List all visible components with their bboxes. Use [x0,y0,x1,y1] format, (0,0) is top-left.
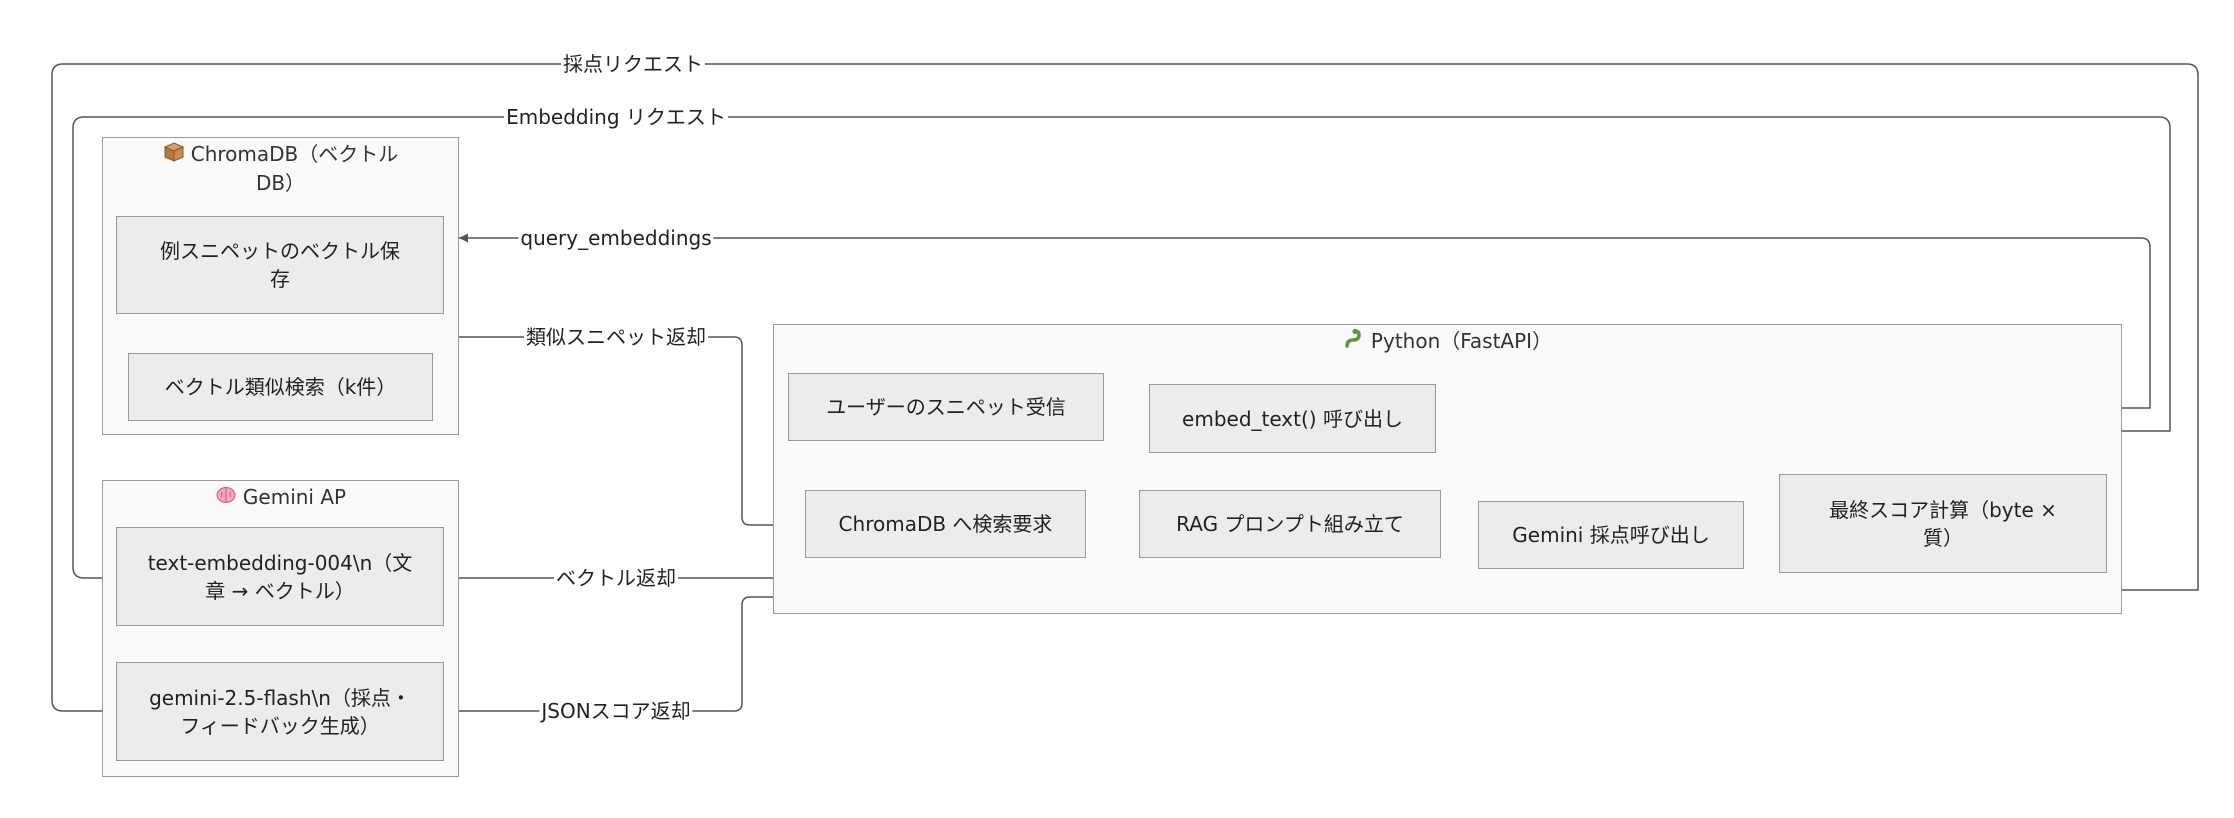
embed-text-node[interactable]: embed_text() 呼び出し [1149,384,1436,453]
edge-label-vector-return: ベクトル返却 [554,566,678,590]
text-embedding-node[interactable]: text-embedding-004\n（文章 → ベクトル） [116,527,444,626]
edge-label-scoring-request: 採点リクエスト [561,52,705,76]
edge-label-embedding-request: Embedding リクエスト [504,105,728,129]
package-icon [163,141,185,170]
gemini-group-title: Gemini AP [103,484,458,513]
vector-search-node[interactable]: ベクトル類似検索（k件） [128,353,433,421]
gemini-flash-node[interactable]: gemini-2.5-flash\n（採点・フィードバック生成） [116,662,444,761]
chroma-request-node[interactable]: ChromaDB へ検索要求 [805,490,1086,558]
final-score-node[interactable]: 最終スコア計算（byte ×質） [1779,474,2107,573]
edge-label-json-score-return: JSONスコア返却 [539,699,693,723]
edge-query-embeddings [459,233,2151,409]
edge-embedding-request [72,116,2171,583]
python-group-title: Python（FastAPI） [774,328,2121,357]
vector-store-node[interactable]: 例スニペットのベクトル保存 [116,216,444,314]
chromadb-group-title: ChromaDB（ベクトル DB） [103,141,458,197]
brain-icon [215,484,237,513]
edge-scoring-request [51,63,2199,716]
rag-prompt-node[interactable]: RAG プロンプト組み立て [1139,490,1441,558]
gemini-scoring-node[interactable]: Gemini 採点呼び出し [1478,501,1744,569]
edge-label-similar-snippets: 類似スニペット返却 [524,325,708,349]
receive-snippet-node[interactable]: ユーザーのスニペット受信 [788,373,1104,441]
snake-icon [1343,328,1365,357]
edge-similar-snippets [459,336,805,530]
edge-label-query-embeddings: query_embeddings [518,226,714,250]
